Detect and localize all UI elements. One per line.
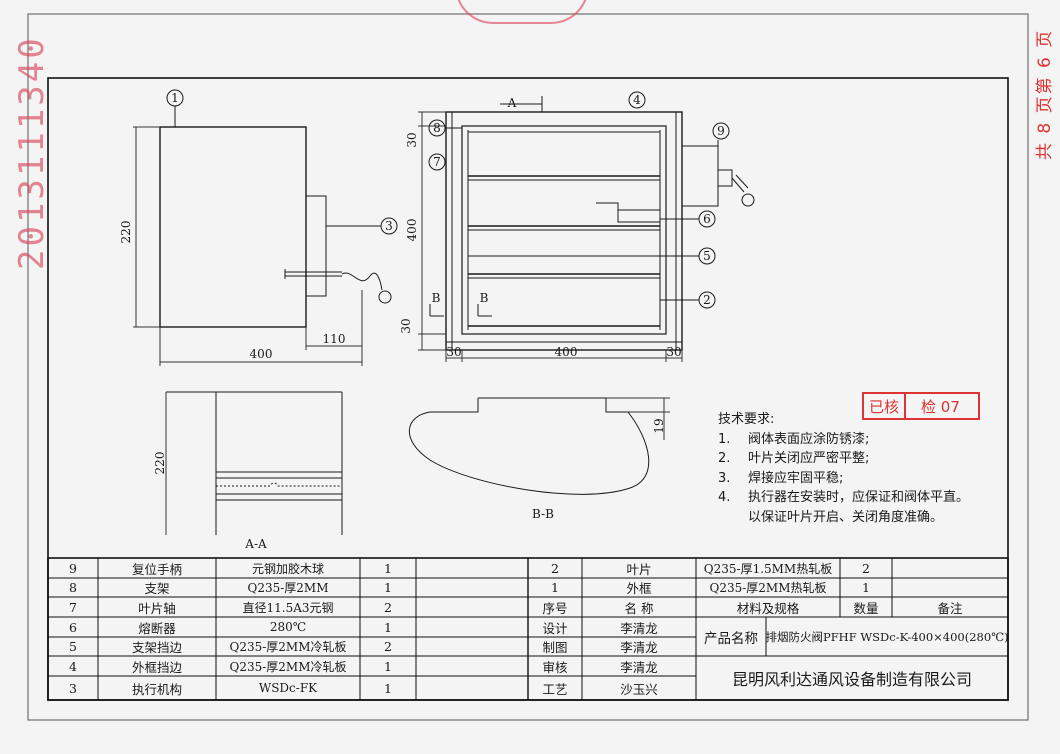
- title-value: 李清龙: [620, 659, 658, 675]
- bom-row-qty: 2: [384, 639, 392, 654]
- bom-row-name: 执行机构: [131, 681, 182, 697]
- bom-header-material: 材料及规格: [736, 600, 800, 616]
- bom-row-qty: 1: [384, 560, 392, 576]
- tech-item-1: 1.阀体表面应涂防锈漆;: [718, 431, 870, 447]
- bom-row-no: 8: [69, 580, 77, 595]
- callout-7: 7: [433, 155, 441, 169]
- dim-aa-height: 220: [153, 452, 167, 475]
- stamp-right-text: 检 07: [921, 397, 960, 416]
- bom-row-name: 外框: [626, 581, 652, 596]
- bom-row-qty: 2: [384, 599, 392, 615]
- callout-3: 3: [385, 219, 393, 233]
- front-view: [133, 89, 398, 366]
- bom-row-name: 外框挡边: [131, 659, 182, 675]
- section-bb-label: B-B: [532, 507, 554, 521]
- bom-row-no: 3: [69, 680, 77, 696]
- dim-front-width: 400: [250, 347, 273, 361]
- bom-grid: [47, 557, 1009, 701]
- bom-row-qty: 1: [384, 580, 392, 595]
- dim-side-right: 30: [666, 345, 681, 359]
- bom-row-material: 280℃: [269, 620, 307, 634]
- inspection-stamp: 已核 检 07: [862, 392, 980, 420]
- bom-row-qty: 1: [384, 619, 392, 635]
- callout-1: 1: [171, 91, 179, 105]
- bom-row-material: Q235-厚2MM: [247, 581, 329, 595]
- tech-title: 技术要求:: [718, 412, 775, 427]
- technical-requirements: 技术要求: 1.阀体表面应涂防锈漆; 2.叶片关闭应严密平整; 3.焊接应牢固平…: [718, 410, 969, 527]
- serial-stamp: 2013111340: [12, 35, 52, 270]
- callout-8: 8: [433, 121, 441, 135]
- bom-row-no: 2: [551, 560, 559, 576]
- title-value: 李清龙: [620, 620, 658, 636]
- dim-front-offset: 110: [323, 332, 346, 346]
- page-count: 共 8 页第 6 页: [1035, 28, 1055, 160]
- bom-row-qty: 1: [384, 658, 392, 674]
- bom-header-note: 备注: [937, 600, 963, 616]
- company-name: 昆明风利达通风设备制造有限公司: [731, 670, 972, 689]
- bom-header-qty: 数量: [853, 600, 879, 616]
- bom-row-qty: 2: [862, 560, 870, 576]
- bom-header-no: 序号: [542, 600, 568, 616]
- title-label: 制图: [542, 640, 568, 655]
- dim-bb: 19: [652, 418, 666, 433]
- bom-row-qty: 1: [384, 680, 392, 696]
- dim-side-bottom: 30: [399, 318, 413, 333]
- bom-row-material: Q235-厚2MM热轧板: [709, 581, 827, 595]
- bom-row-name: 熔断器: [138, 620, 176, 636]
- dim-side-left: 30: [446, 345, 461, 359]
- title-label: 审核: [542, 659, 568, 675]
- dim-side-top: 30: [405, 132, 419, 147]
- title-label: 设计: [542, 620, 568, 636]
- bom-row-name: 叶片轴: [138, 600, 176, 616]
- tech-item-3: 3.焊接应牢固平稳;: [718, 470, 844, 486]
- bom-row-no: 9: [69, 560, 77, 576]
- side-view: [418, 91, 755, 362]
- section-mark-a: A: [507, 96, 517, 110]
- bom-row-name: 叶片: [626, 561, 652, 577]
- dim-side-height: 400: [405, 219, 419, 242]
- title-value: 沙玉兴: [620, 681, 658, 697]
- bom-row-material: Q235-厚2MM冷轧板: [229, 640, 347, 654]
- product-name: 排烟防火阀PFHF WSDc-K-400×400(280℃): [766, 629, 1008, 644]
- bom-row-name: 复位手柄: [131, 561, 182, 577]
- bom-row-no: 6: [69, 619, 77, 635]
- bom-row-material: Q235-厚1.5MM热轧板: [703, 561, 833, 576]
- bom-row-no: 1: [551, 580, 559, 595]
- tech-item-2: 2.叶片关闭应严密平整;: [718, 451, 870, 466]
- bom-row-no: 4: [69, 658, 77, 674]
- callout-6: 6: [703, 212, 711, 226]
- bom-row-name: 支架挡边: [131, 640, 182, 655]
- bom-row-qty: 1: [862, 580, 870, 595]
- bom-row-no: 5: [69, 639, 77, 654]
- bom-row-name: 支架: [144, 581, 170, 596]
- section-mark-b-right: B: [480, 291, 489, 305]
- bom-row-material: WSDc-FK: [258, 681, 318, 695]
- bom-row-material: 元钢加胶木球: [251, 561, 324, 576]
- bom-row-material: Q235-厚2MM冷轧板: [229, 659, 347, 674]
- tech-item-4: 4.执行器在安装时，应保证和阀体平直。: [718, 490, 970, 505]
- callout-2: 2: [703, 293, 711, 307]
- bom-row-material: 直径11.5A3元钢: [242, 600, 334, 615]
- dim-side-width: 400: [555, 345, 578, 359]
- title-label: 工艺: [542, 681, 568, 697]
- title-value: 李清龙: [620, 640, 658, 655]
- stamp-left-text: 已核: [869, 397, 900, 416]
- tech-item-4-cont: 以保证叶片开启、关闭角度准确。: [748, 509, 944, 525]
- section-aa-label: A-A: [244, 537, 267, 551]
- callout-5: 5: [703, 249, 711, 263]
- callout-4: 4: [633, 93, 641, 107]
- section-aa-view: [165, 391, 343, 535]
- callout-9: 9: [717, 124, 725, 138]
- outer-border: [27, 13, 1029, 721]
- bom-header-name: 名 称: [624, 600, 654, 616]
- dim-front-height: 220: [119, 221, 133, 244]
- section-bb-view: [408, 397, 670, 495]
- bom-row-no: 7: [69, 599, 77, 615]
- section-mark-b-left: B: [432, 291, 441, 305]
- product-name-label: 产品名称: [704, 630, 758, 647]
